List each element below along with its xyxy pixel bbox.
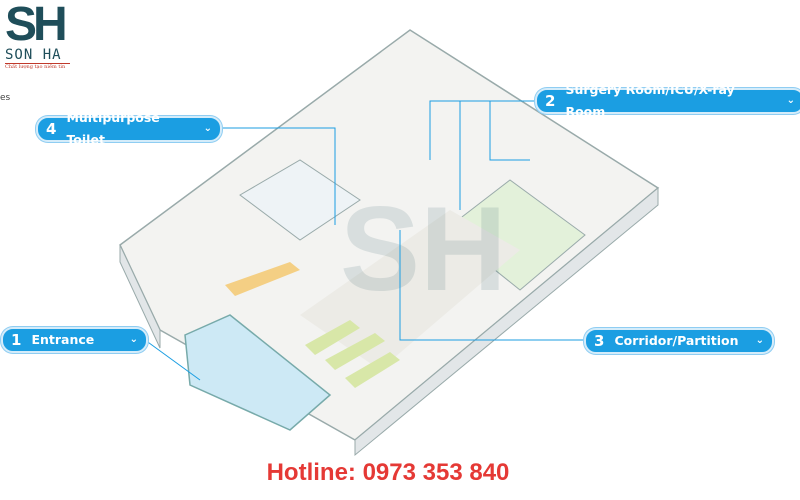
label-number: 1 (11, 331, 22, 349)
hotline: Hotline: 0973 353 840 (266, 459, 510, 486)
label-text: Corridor/Partition (614, 333, 739, 348)
bench-1 (305, 320, 360, 355)
toilet-room (239, 159, 361, 241)
logo-mark: SH (5, 0, 68, 51)
watermark: SH (340, 182, 507, 316)
leader-lines (144, 100, 586, 381)
label-text: Surgery Room/ICU/X-ray Room (565, 82, 735, 119)
label-surgery-room[interactable]: 2 Surgery Room/ICU/X-ray Room ⌄ (535, 82, 800, 119)
logo-tagline: Chất lượng tạo niềm tin (5, 63, 70, 70)
label-corridor-partition[interactable]: 3 Corridor/Partition ⌄ (584, 328, 774, 354)
label-number: 3 (594, 332, 605, 350)
outer-wall-right (354, 186, 659, 457)
label-text: Multipurpose Toilet (66, 110, 160, 147)
svg-text:SH: SH (340, 182, 507, 316)
label-number: 2 (545, 92, 556, 110)
label-multipurpose-toilet[interactable]: 4 Multipurpose Toilet ⌄ (36, 110, 222, 147)
logo: SH SON HA Chất lượng tạo niềm tin (5, 0, 70, 70)
label-text: Entrance (31, 332, 95, 347)
chevron-down-icon: ⌄ (755, 335, 764, 346)
reception-desk (225, 262, 300, 296)
bench-2 (325, 333, 385, 370)
cut-off-text: es (0, 93, 11, 103)
chevron-down-icon: ⌄ (129, 334, 138, 345)
chevron-down-icon: ⌄ (786, 95, 795, 106)
label-number: 4 (46, 120, 57, 138)
bench-3 (345, 352, 400, 388)
logo-name: SON HA (5, 47, 62, 63)
chevron-down-icon: ⌄ (203, 123, 212, 134)
label-entrance[interactable]: 1 Entrance ⌄ (1, 327, 148, 353)
outer-wall-left (119, 244, 161, 349)
entrance-glass (184, 314, 332, 431)
